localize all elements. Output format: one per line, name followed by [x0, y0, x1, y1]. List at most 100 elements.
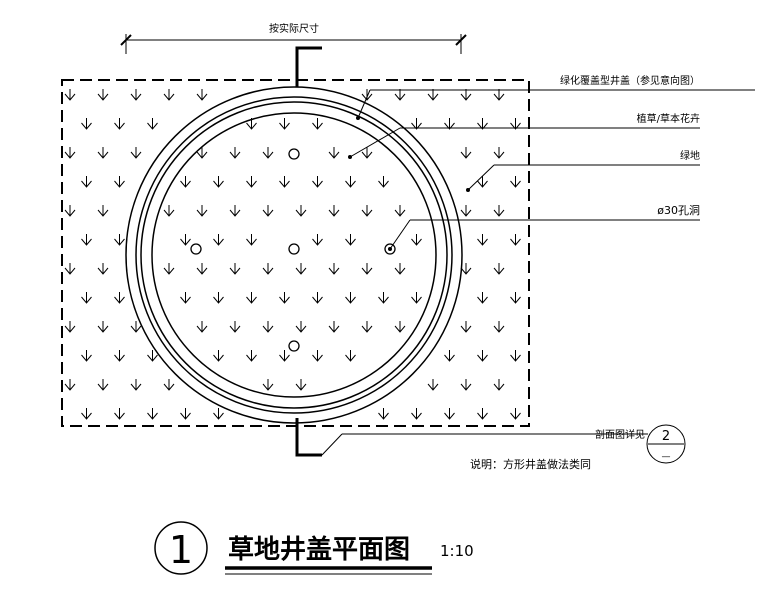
grass-symbol: [97, 205, 109, 217]
grass-symbol: [378, 292, 389, 304]
grass-symbol: [493, 321, 505, 333]
grass-symbol: [312, 118, 323, 130]
grass-symbol: [114, 118, 125, 130]
hole: [288, 340, 300, 352]
grass-symbol: [196, 205, 208, 217]
grass-symbol: [262, 321, 274, 333]
grass-symbol: [163, 205, 175, 217]
grass-symbol: [460, 321, 472, 333]
grass-symbol: [427, 89, 439, 101]
grass-symbol: [262, 379, 274, 391]
grass-symbol: [196, 147, 208, 159]
grass-symbol: [312, 292, 323, 304]
inner-ring: [140, 101, 448, 409]
hole: [190, 243, 202, 255]
grass-symbol: [147, 408, 158, 420]
grass-symbol: [64, 89, 76, 101]
grass-symbol: [460, 379, 472, 391]
section-ref-bubble: [646, 424, 686, 464]
section-ref-number: 2: [662, 429, 670, 444]
grass-symbol: [213, 292, 224, 304]
grass-symbol: [328, 263, 340, 275]
grass-symbol: [510, 118, 521, 130]
grass-symbol: [427, 379, 439, 391]
grass-symbol: [510, 234, 521, 246]
grass-symbol: [262, 147, 274, 159]
grass-symbol: [246, 176, 257, 188]
grass-symbol: [361, 89, 373, 101]
grass-symbol: [97, 263, 109, 275]
callout-lawn: 绿地: [680, 149, 700, 162]
grass-symbol: [493, 263, 505, 275]
grass-symbol: [64, 379, 76, 391]
grass-symbol: [114, 176, 125, 188]
grass-symbol: [460, 147, 472, 159]
cover-outline-square: [61, 79, 530, 427]
grass-symbol: [196, 263, 208, 275]
grass-symbol: [279, 292, 290, 304]
grass-symbol: [279, 118, 290, 130]
grass-symbol: [246, 292, 257, 304]
grass-symbol: [180, 234, 191, 246]
grass-symbol: [295, 205, 307, 217]
grass-symbol: [328, 205, 340, 217]
grass-symbol: [394, 321, 406, 333]
holes: [190, 148, 396, 352]
grass-symbol: [81, 292, 92, 304]
grass-symbol: [97, 147, 109, 159]
grass-symbol: [97, 379, 109, 391]
grass-symbol: [147, 350, 158, 362]
grass-symbol: [213, 234, 224, 246]
grass-symbol: [477, 350, 488, 362]
grass-symbol: [147, 118, 158, 130]
grass-symbol: [411, 408, 422, 420]
grass-symbol: [460, 89, 472, 101]
grass-symbol: [411, 292, 422, 304]
grass-symbol: [345, 234, 356, 246]
grass-symbol: [510, 408, 521, 420]
grass-symbol: [295, 379, 307, 391]
grass-symbol: [180, 408, 191, 420]
grass-symbol: [130, 379, 142, 391]
grass-symbol: [394, 89, 406, 101]
grass-symbol: [361, 263, 373, 275]
grass-symbol: [114, 408, 125, 420]
grass-symbol: [345, 350, 356, 362]
grass-symbol: [493, 147, 505, 159]
grass-symbol: [493, 379, 505, 391]
grass-symbol: [97, 321, 109, 333]
grass-symbol: [81, 234, 92, 246]
grass-symbol: [361, 321, 373, 333]
grass-symbol: [64, 263, 76, 275]
grass-symbol: [81, 176, 92, 188]
hole: [384, 243, 396, 255]
grass-symbol: [114, 350, 125, 362]
callout-cover-type: 绿化覆盖型井盖（参见意向图）: [560, 74, 700, 87]
grass-symbol: [312, 234, 323, 246]
grass-symbol: [97, 89, 109, 101]
grass-symbol: [477, 408, 488, 420]
grass-symbol: [81, 350, 92, 362]
cover-plate: [151, 112, 437, 398]
grass-symbol: [81, 408, 92, 420]
section-ref-sheet: —: [662, 452, 671, 462]
hole: [288, 243, 300, 255]
grass-symbol: [295, 321, 307, 333]
dimension-label: 按实际尺寸: [269, 22, 319, 35]
grass-symbol: [196, 321, 208, 333]
grass-symbol: [279, 176, 290, 188]
grass-symbol: [378, 408, 389, 420]
grass-symbol: [229, 147, 241, 159]
callout-planting: 植草/草本花卉: [637, 112, 700, 125]
grass-symbol: [510, 350, 521, 362]
grass-symbol: [477, 118, 488, 130]
grass-symbol: [510, 292, 521, 304]
grass-symbol: [477, 234, 488, 246]
grass-symbol: [81, 118, 92, 130]
section-ref-label: 剖面图详见: [595, 428, 645, 441]
grass-symbol: [130, 321, 142, 333]
grass-symbol: [361, 147, 373, 159]
title-number-circle: [154, 521, 208, 575]
grass-symbol: [114, 234, 125, 246]
